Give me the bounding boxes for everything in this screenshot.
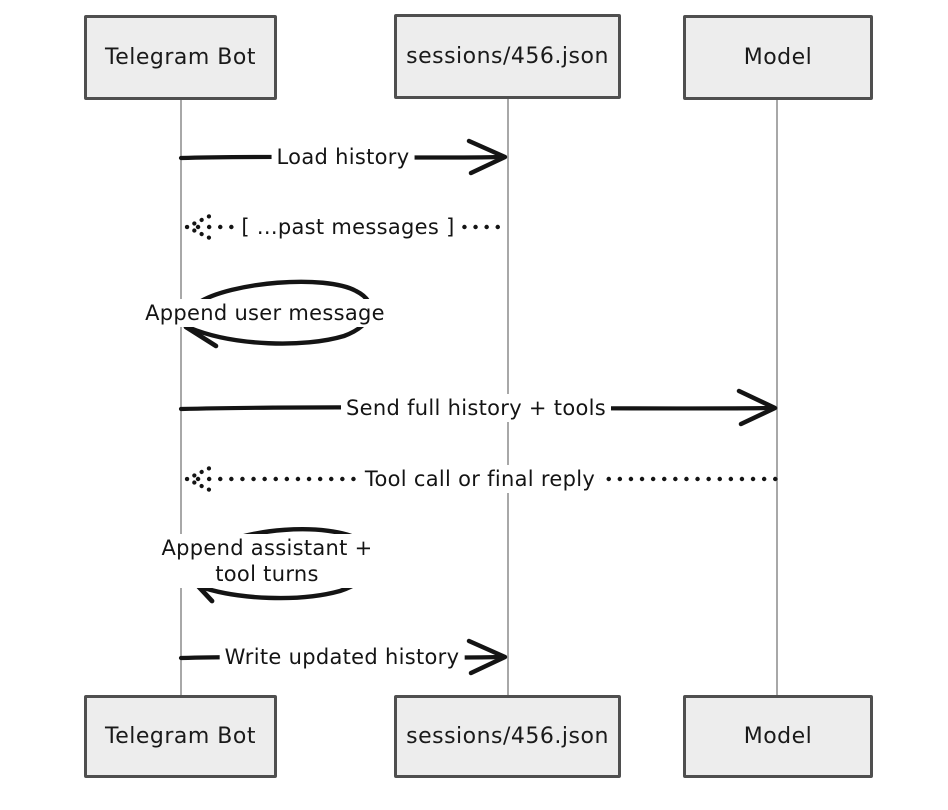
actor-box-model-top: Model xyxy=(683,15,873,100)
actor-label: Model xyxy=(743,45,813,70)
arrowhead-dotted-left-icon xyxy=(184,476,219,496)
message-label-write-history: Write updated history xyxy=(219,643,465,671)
arrowhead-loop-icon xyxy=(183,324,219,349)
actor-box-sessions-file-top: sessions/456.json xyxy=(394,14,621,99)
arrowhead-dotted-left-icon xyxy=(184,210,219,230)
actor-label: Model xyxy=(743,724,813,749)
actor-label: sessions/456.json xyxy=(406,724,609,749)
actor-box-telegram-bot-top: Telegram Bot xyxy=(84,15,277,100)
actor-box-model-bottom: Model xyxy=(683,695,873,778)
arrowhead-dotted-left-icon xyxy=(184,224,219,244)
message-label-tool-call-reply: Tool call or final reply xyxy=(359,465,601,493)
actor-box-telegram-bot-bottom: Telegram Bot xyxy=(84,695,277,778)
message-label-append-assistant: Append assistant + tool turns xyxy=(157,534,377,588)
message-label-line-1: Append assistant + xyxy=(161,536,373,560)
actor-box-sessions-file-bottom: sessions/456.json xyxy=(394,695,621,778)
message-label-line-2: tool turns xyxy=(215,562,319,586)
arrowhead-right-icon xyxy=(466,138,508,176)
message-label-append-user-message: Append user message xyxy=(140,299,390,327)
actor-label: Telegram Bot xyxy=(105,724,256,749)
message-label-past-messages: [ ...past messages ] xyxy=(236,213,460,241)
arrowhead-dotted-left-icon xyxy=(184,462,219,482)
actor-label: sessions/456.json xyxy=(406,44,609,69)
actor-label: Telegram Bot xyxy=(105,45,256,70)
message-label-send-full-history: Send full history + tools xyxy=(341,394,611,422)
arrowhead-right-icon xyxy=(466,638,508,676)
arrowhead-right-icon xyxy=(736,388,778,427)
arrowhead-loop-icon xyxy=(195,583,215,604)
message-label-load-history: Load history xyxy=(271,143,415,171)
